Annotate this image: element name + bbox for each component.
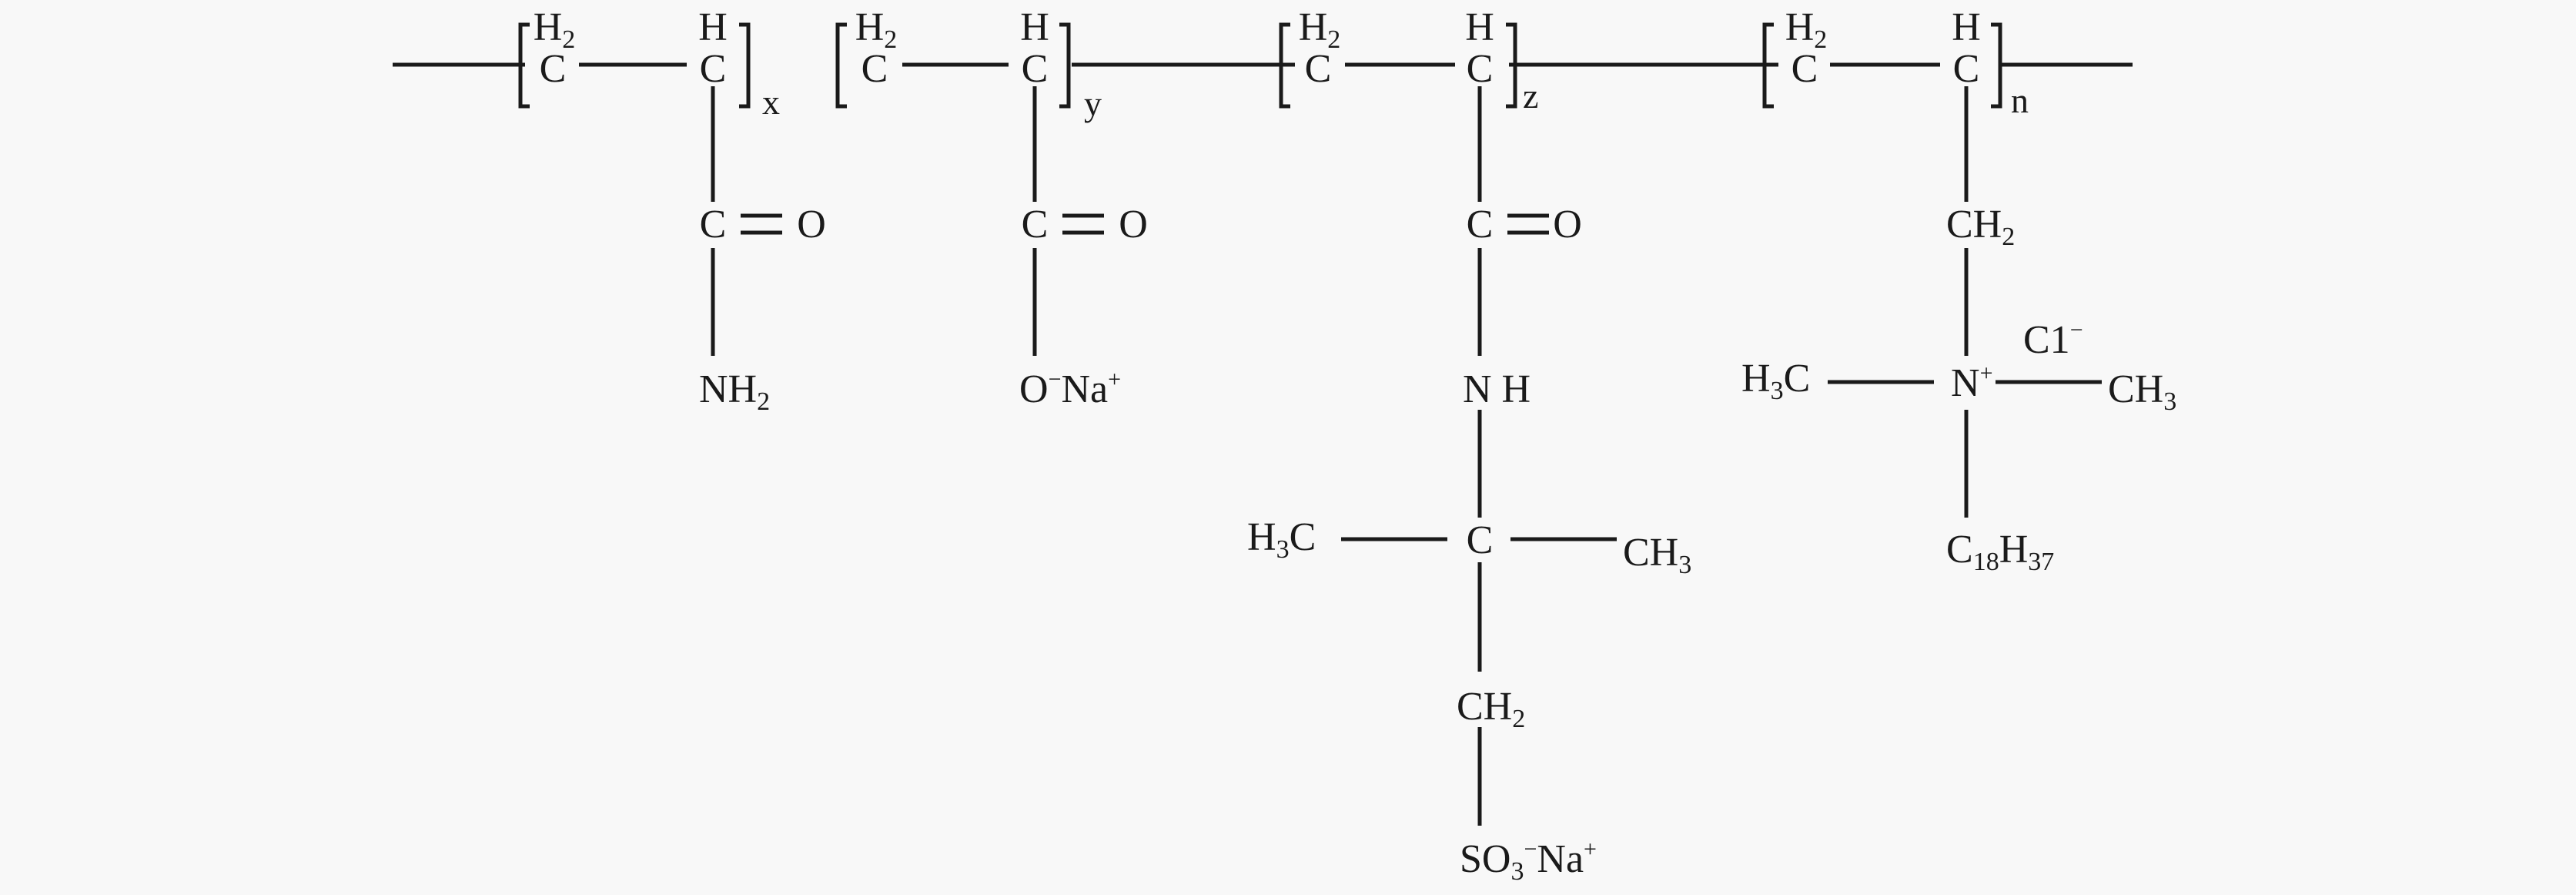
unit-x-c1-atom: C <box>540 47 567 91</box>
unit-n-h-atom: H <box>1952 5 1981 49</box>
unit-z-carbonyl-c: C <box>1467 203 1494 246</box>
unit-x-repeat-index: x <box>762 82 780 122</box>
side-chain-bonds <box>711 86 2102 826</box>
unit-z-h-atom: H <box>1465 5 1494 49</box>
unit-n-ch2-group: CH2 <box>1946 203 2015 251</box>
bracket-z-open <box>1279 22 1290 109</box>
unit-n-h2-label: H2 <box>1785 5 1828 54</box>
bracket-z-close <box>1506 22 1517 109</box>
bracket-y-open <box>835 22 847 109</box>
unit-n-repeat-index: n <box>2011 81 2029 120</box>
bracket-n-close <box>1991 22 2002 109</box>
unit-z: H2 C H C z C O N H C H3C CH3 CH2 SO3−Na+ <box>1247 5 1691 886</box>
unit-y-h2-label: H2 <box>855 5 898 54</box>
unit-z-quaternary-c: C <box>1467 518 1494 562</box>
unit-z-carbonyl-o: O <box>1553 203 1582 246</box>
unit-y-h-atom: H <box>1020 5 1049 49</box>
unit-n-c2-atom: C <box>1953 47 1980 91</box>
unit-x-c2-atom: C <box>700 47 727 91</box>
unit-y: H2 C H C y C O O−Na+ <box>855 5 1148 411</box>
unit-n-alkyl-chain: C18H37 <box>1946 528 2054 576</box>
unit-z-methyl-right: CH3 <box>1623 531 1691 579</box>
unit-y-repeat-index: y <box>1084 84 1102 123</box>
bracket-n-open <box>1762 22 1774 109</box>
unit-x-carbonyl-o: O <box>797 203 826 246</box>
unit-y-carboxylate-group: O−Na+ <box>1019 367 1121 411</box>
unit-z-sulfonate-group: SO3−Na+ <box>1460 836 1597 886</box>
unit-z-h2-label: H2 <box>1299 5 1341 54</box>
bracket-y-close <box>1059 22 1071 109</box>
unit-n: H2 C H C n CH2 N+ C1− H3C CH3 C18H37 <box>1741 5 2176 576</box>
unit-y-carbonyl-c: C <box>1022 203 1049 246</box>
unit-x-h-atom: H <box>698 5 728 49</box>
unit-z-c2-atom: C <box>1467 47 1494 91</box>
unit-n-methyl-right: CH3 <box>2108 367 2176 416</box>
unit-n-methyl-left: H3C <box>1741 357 1810 405</box>
bracket-x-close <box>739 22 751 109</box>
unit-x-h2-label: H2 <box>534 5 576 54</box>
unit-y-c1-atom: C <box>861 47 888 91</box>
unit-x-carbonyl-c: C <box>700 203 727 246</box>
unit-z-ch2-group: CH2 <box>1457 685 1525 733</box>
bracket-x-open <box>518 22 530 109</box>
unit-z-methyl-left: H3C <box>1247 515 1316 564</box>
unit-x: H2 C H C x C O NH2 <box>534 5 826 416</box>
unit-y-carbonyl-o: O <box>1119 203 1148 246</box>
unit-n-quaternary-nitrogen: N+ <box>1951 360 1992 405</box>
repeat-brackets <box>518 22 2002 109</box>
unit-y-c2-atom: C <box>1022 47 1049 91</box>
unit-z-nh-group: N H <box>1463 367 1531 411</box>
unit-z-c1-atom: C <box>1305 47 1332 91</box>
unit-x-amide-group: NH2 <box>699 367 770 416</box>
unit-n-counter-ion: C1− <box>2023 317 2083 362</box>
unit-z-repeat-index: z <box>1523 76 1538 116</box>
unit-n-c1-atom: C <box>1791 47 1818 91</box>
